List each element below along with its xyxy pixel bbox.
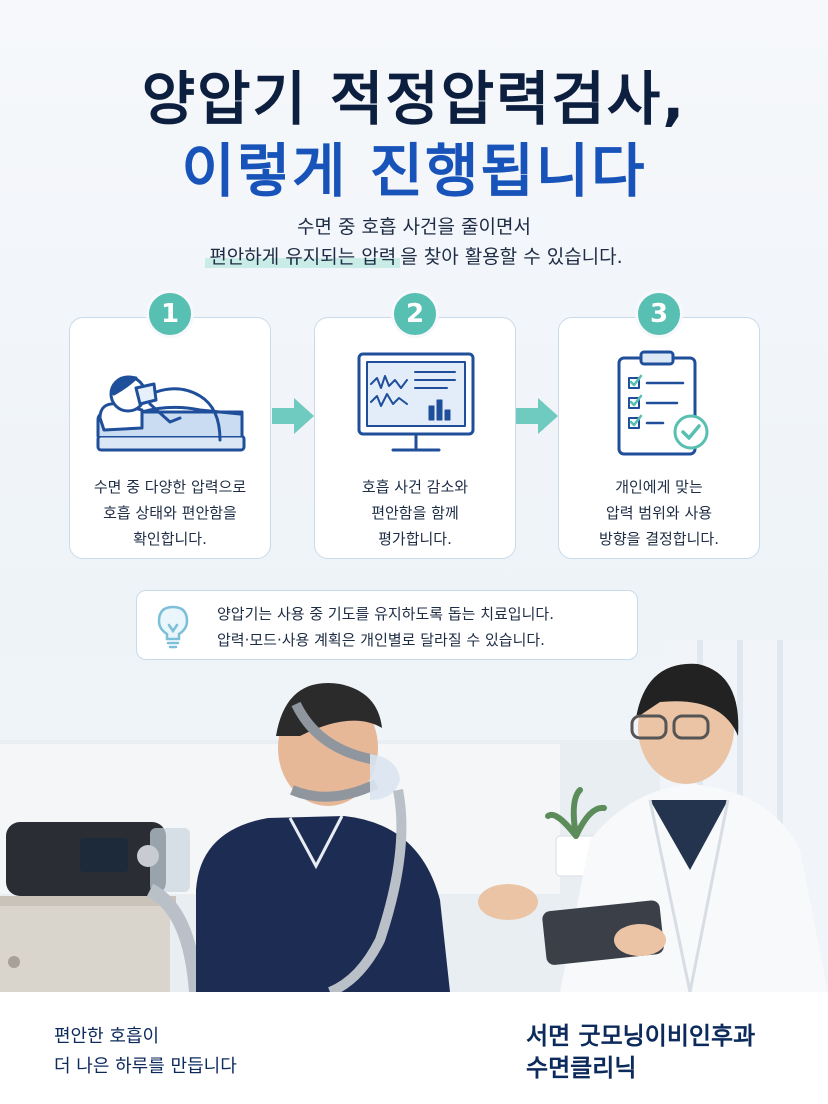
footer-slogan-line-2: 더 나은 하루를 만듭니다 [54, 1056, 237, 1077]
clinic-name-line-2: 수면클리닉 [526, 1054, 637, 1082]
step-number-2: 2 [391, 290, 439, 338]
headline-line-1: 양압기 적정압력검사, [141, 65, 687, 133]
consultation-illustration [0, 640, 828, 992]
step-2-text-line-1: 호흡 사건 감소와 [361, 478, 469, 496]
step-number-3: 3 [635, 290, 683, 338]
footer: 편안한 호흡이 더 나은 하루를 만듭니다 서면 굿모닝이비인후과 수면클리닉 [0, 992, 828, 1104]
step-2-text-line-2: 편안함을 함께 [371, 504, 459, 522]
note-line-2: 압력·모드·사용 계획은 개인별로 달라질 수 있습니다. [217, 631, 545, 649]
clinic-name-line-1: 서면 굿모닝이비인후과 [526, 1022, 756, 1050]
step-card-2: 호흡 사건 감소와 편안함을 함께 평가합니다. [314, 317, 516, 559]
sleeping-patient-icon [96, 375, 246, 452]
step-2-text-line-3: 평가합니다. [378, 530, 452, 548]
step-3-text-line-3: 방향을 결정합니다. [599, 530, 719, 548]
arrow-right-icon [272, 398, 314, 434]
step-3-text-line-2: 압력 범위와 사용 [605, 504, 713, 522]
lightbulb-icon [157, 605, 189, 649]
monitor-chart-icon [357, 352, 475, 452]
step-card-1: 수면 중 다양한 압력으로 호흡 상태와 편안함을 확인합니다. [69, 317, 271, 559]
info-note: 양압기는 사용 중 기도를 유지하도록 돕는 치료입니다. 압력·모드·사용 계… [136, 590, 638, 660]
arrow-right-icon [516, 398, 558, 434]
step-1-text-line-2: 호흡 상태와 편안함을 [103, 504, 237, 522]
subtitle-line-1: 수면 중 호흡 사건을 줄이면서 [297, 216, 531, 238]
note-line-1: 양압기는 사용 중 기도를 유지하도록 돕는 치료입니다. [217, 605, 554, 623]
clinic-name: 서면 굿모닝이비인후과 수면클리닉 [526, 1020, 755, 1084]
step-1-text-line-1: 수면 중 다양한 압력으로 [93, 478, 247, 496]
footer-slogan: 편안한 호흡이 더 나은 하루를 만듭니다 [54, 1022, 237, 1082]
step-3-text-line-1: 개인에게 맞는 [615, 478, 703, 496]
step-number-1: 1 [146, 290, 194, 338]
headline-line-2: 이렇게 진행됩니다 [181, 137, 647, 205]
subtitle-rest: 을 찾아 활용할 수 있습니다. [400, 246, 623, 268]
footer-slogan-line-1: 편안한 호흡이 [54, 1026, 160, 1047]
step-1-text-line-3: 확인합니다. [133, 530, 207, 548]
subtitle-highlight: 편안하게 유지되는 압력 [205, 246, 401, 268]
checklist-clipboard-icon [617, 350, 709, 456]
step-card-3: 개인에게 맞는 압력 범위와 사용 방향을 결정합니다. [558, 317, 760, 559]
